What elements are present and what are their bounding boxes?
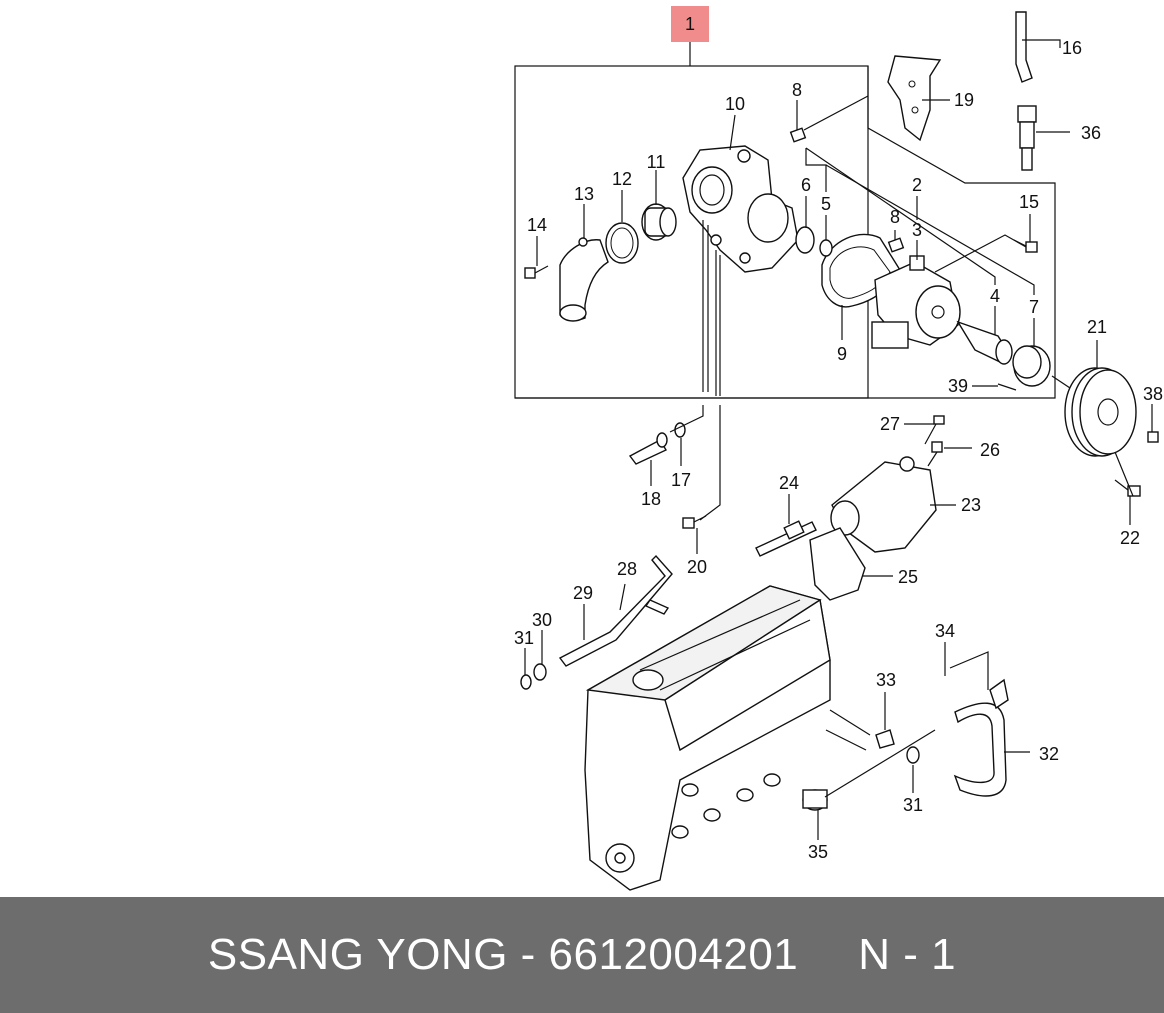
callout-18: 18 — [641, 489, 661, 509]
callout-36: 36 — [1081, 123, 1101, 143]
o-ring-12 — [605, 222, 639, 264]
callout-21: 21 — [1087, 317, 1107, 337]
callout-5: 5 — [821, 194, 831, 214]
fitting-30 — [533, 663, 547, 681]
assembly-1-boundary — [514, 65, 869, 399]
callout-30: 30 — [532, 610, 552, 630]
shaft-4 — [956, 320, 1013, 365]
callout-10: 10 — [725, 94, 745, 114]
connector-35 — [802, 729, 936, 811]
callout-31-left: 31 — [514, 628, 534, 648]
sensor-36 — [1017, 105, 1037, 171]
callout-39: 39 — [948, 376, 968, 396]
bypass-hose-32 — [953, 678, 1009, 797]
callout-34: 34 — [935, 621, 955, 641]
callout-1: 1 — [685, 14, 695, 34]
callout-20: 20 — [687, 557, 707, 577]
callout-25: 25 — [898, 567, 918, 587]
bolt-14 — [524, 265, 549, 279]
bolt-26 — [927, 441, 943, 467]
callout-1-highlight — [671, 6, 709, 42]
bracket-19 — [887, 55, 942, 142]
footer-brand: SSANG YONG — [207, 930, 508, 979]
engine-cylinder-head — [584, 585, 871, 891]
callout-4: 4 — [990, 286, 1000, 306]
temperature-sender-18 — [628, 432, 668, 465]
pin-39 — [997, 383, 1017, 391]
footer-bar: SSANG YONG - 6612004201 N - 1 — [0, 897, 1164, 1013]
footer-position: N - 1 — [858, 930, 957, 979]
pulley-21 — [1064, 367, 1137, 457]
water-outlet-23 — [830, 456, 937, 553]
callout-26: 26 — [980, 440, 1000, 460]
bolt-22 — [1114, 479, 1141, 497]
clamp-33 — [875, 729, 895, 749]
callout-35: 35 — [808, 842, 828, 862]
callout-27: 27 — [880, 414, 900, 434]
callout-9: 9 — [837, 344, 847, 364]
thermostat-11 — [641, 203, 677, 241]
water-pump-2 — [871, 255, 961, 349]
exploded-parts-diagram: 1 2 3 4 5 6 7 8 8 9 10 11 12 13 14 15 16… — [514, 6, 1163, 891]
water-outlet-pipe — [559, 237, 609, 322]
footer-caption: SSANG YONG - 6612004201 N - 1 — [0, 897, 1164, 1013]
leader-lines — [524, 39, 1153, 840]
callout-32: 32 — [1039, 744, 1059, 764]
callout-12: 12 — [612, 169, 632, 189]
impeller-6-seal-5 — [795, 226, 833, 257]
dowel-8-upper — [789, 127, 807, 143]
callout-31-right: 31 — [903, 795, 923, 815]
dowel-8-lower — [887, 237, 905, 253]
callout-29: 29 — [573, 583, 593, 603]
washer-31-right — [906, 746, 920, 764]
callout-13: 13 — [574, 184, 594, 204]
hub-7 — [1012, 345, 1051, 387]
gasket-25 — [809, 527, 866, 601]
callout-16: 16 — [1062, 38, 1082, 58]
callout-17: 17 — [671, 470, 691, 490]
callout-38: 38 — [1143, 384, 1163, 404]
tube-28 — [558, 554, 673, 667]
footer-separator: - — [520, 930, 536, 979]
callout-24: 24 — [779, 473, 799, 493]
callout-22: 22 — [1120, 528, 1140, 548]
bolt-27 — [924, 415, 945, 445]
callout-6: 6 — [801, 175, 811, 195]
callout-19: 19 — [954, 90, 974, 110]
callout-33: 33 — [876, 670, 896, 690]
pipe-24 — [755, 520, 817, 557]
washer-31-left — [520, 674, 532, 690]
nut-38 — [1147, 431, 1159, 443]
callout-15: 15 — [1019, 192, 1039, 212]
tube-16 — [1015, 11, 1033, 83]
callout-2: 2 — [912, 175, 922, 195]
thermostat-housing-10 — [682, 145, 799, 273]
callout-7: 7 — [1029, 297, 1039, 317]
callout-labels: 1 2 3 4 5 6 7 8 8 9 10 11 12 13 14 15 16… — [514, 14, 1163, 862]
callout-11: 11 — [647, 152, 666, 172]
callout-3: 3 — [912, 220, 922, 240]
callout-28: 28 — [617, 559, 637, 579]
callout-8-upper: 8 — [792, 80, 802, 100]
assembly-1-boundary-step — [515, 66, 1056, 399]
callout-14: 14 — [527, 215, 547, 235]
callout-8-lower: 8 — [890, 207, 900, 227]
footer-part-number: 6612004201 — [548, 930, 799, 979]
callout-23: 23 — [961, 495, 981, 515]
